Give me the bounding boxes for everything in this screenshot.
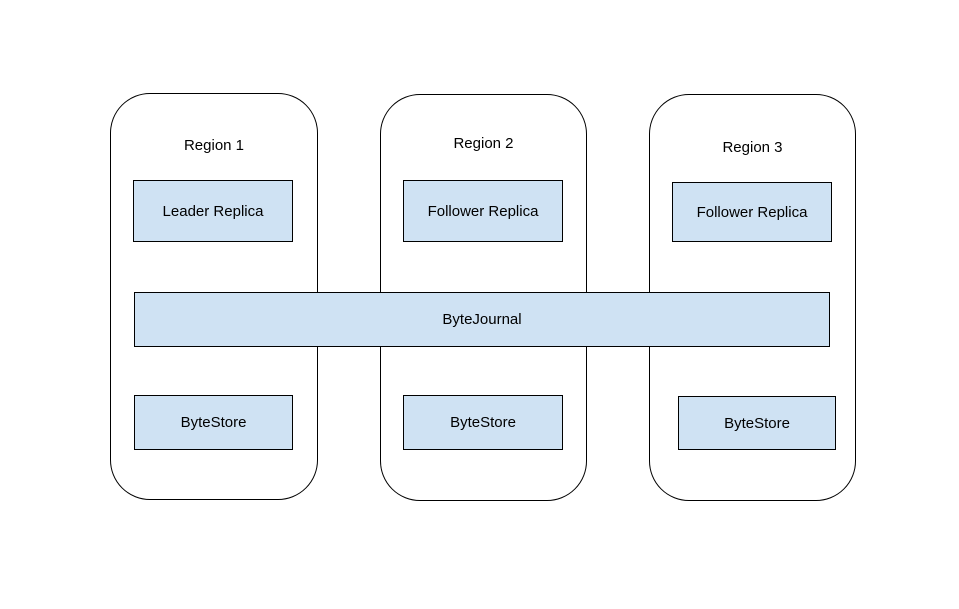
follower-replica-node-region3: Follower Replica: [672, 182, 832, 242]
bytestore-node-region2: ByteStore: [403, 395, 563, 450]
bytestore-node-region1: ByteStore: [134, 395, 293, 450]
leader-replica-node-region1: Leader Replica: [133, 180, 293, 242]
region-2-title: Region 2: [453, 135, 514, 152]
bytestore-node-region3: ByteStore: [678, 396, 836, 450]
region-3-title: Region 3: [722, 139, 783, 156]
region-1-title: Region 1: [183, 137, 245, 154]
follower-replica-node-region2: Follower Replica: [403, 180, 563, 242]
bytejournal-bar: ByteJournal: [134, 292, 830, 347]
